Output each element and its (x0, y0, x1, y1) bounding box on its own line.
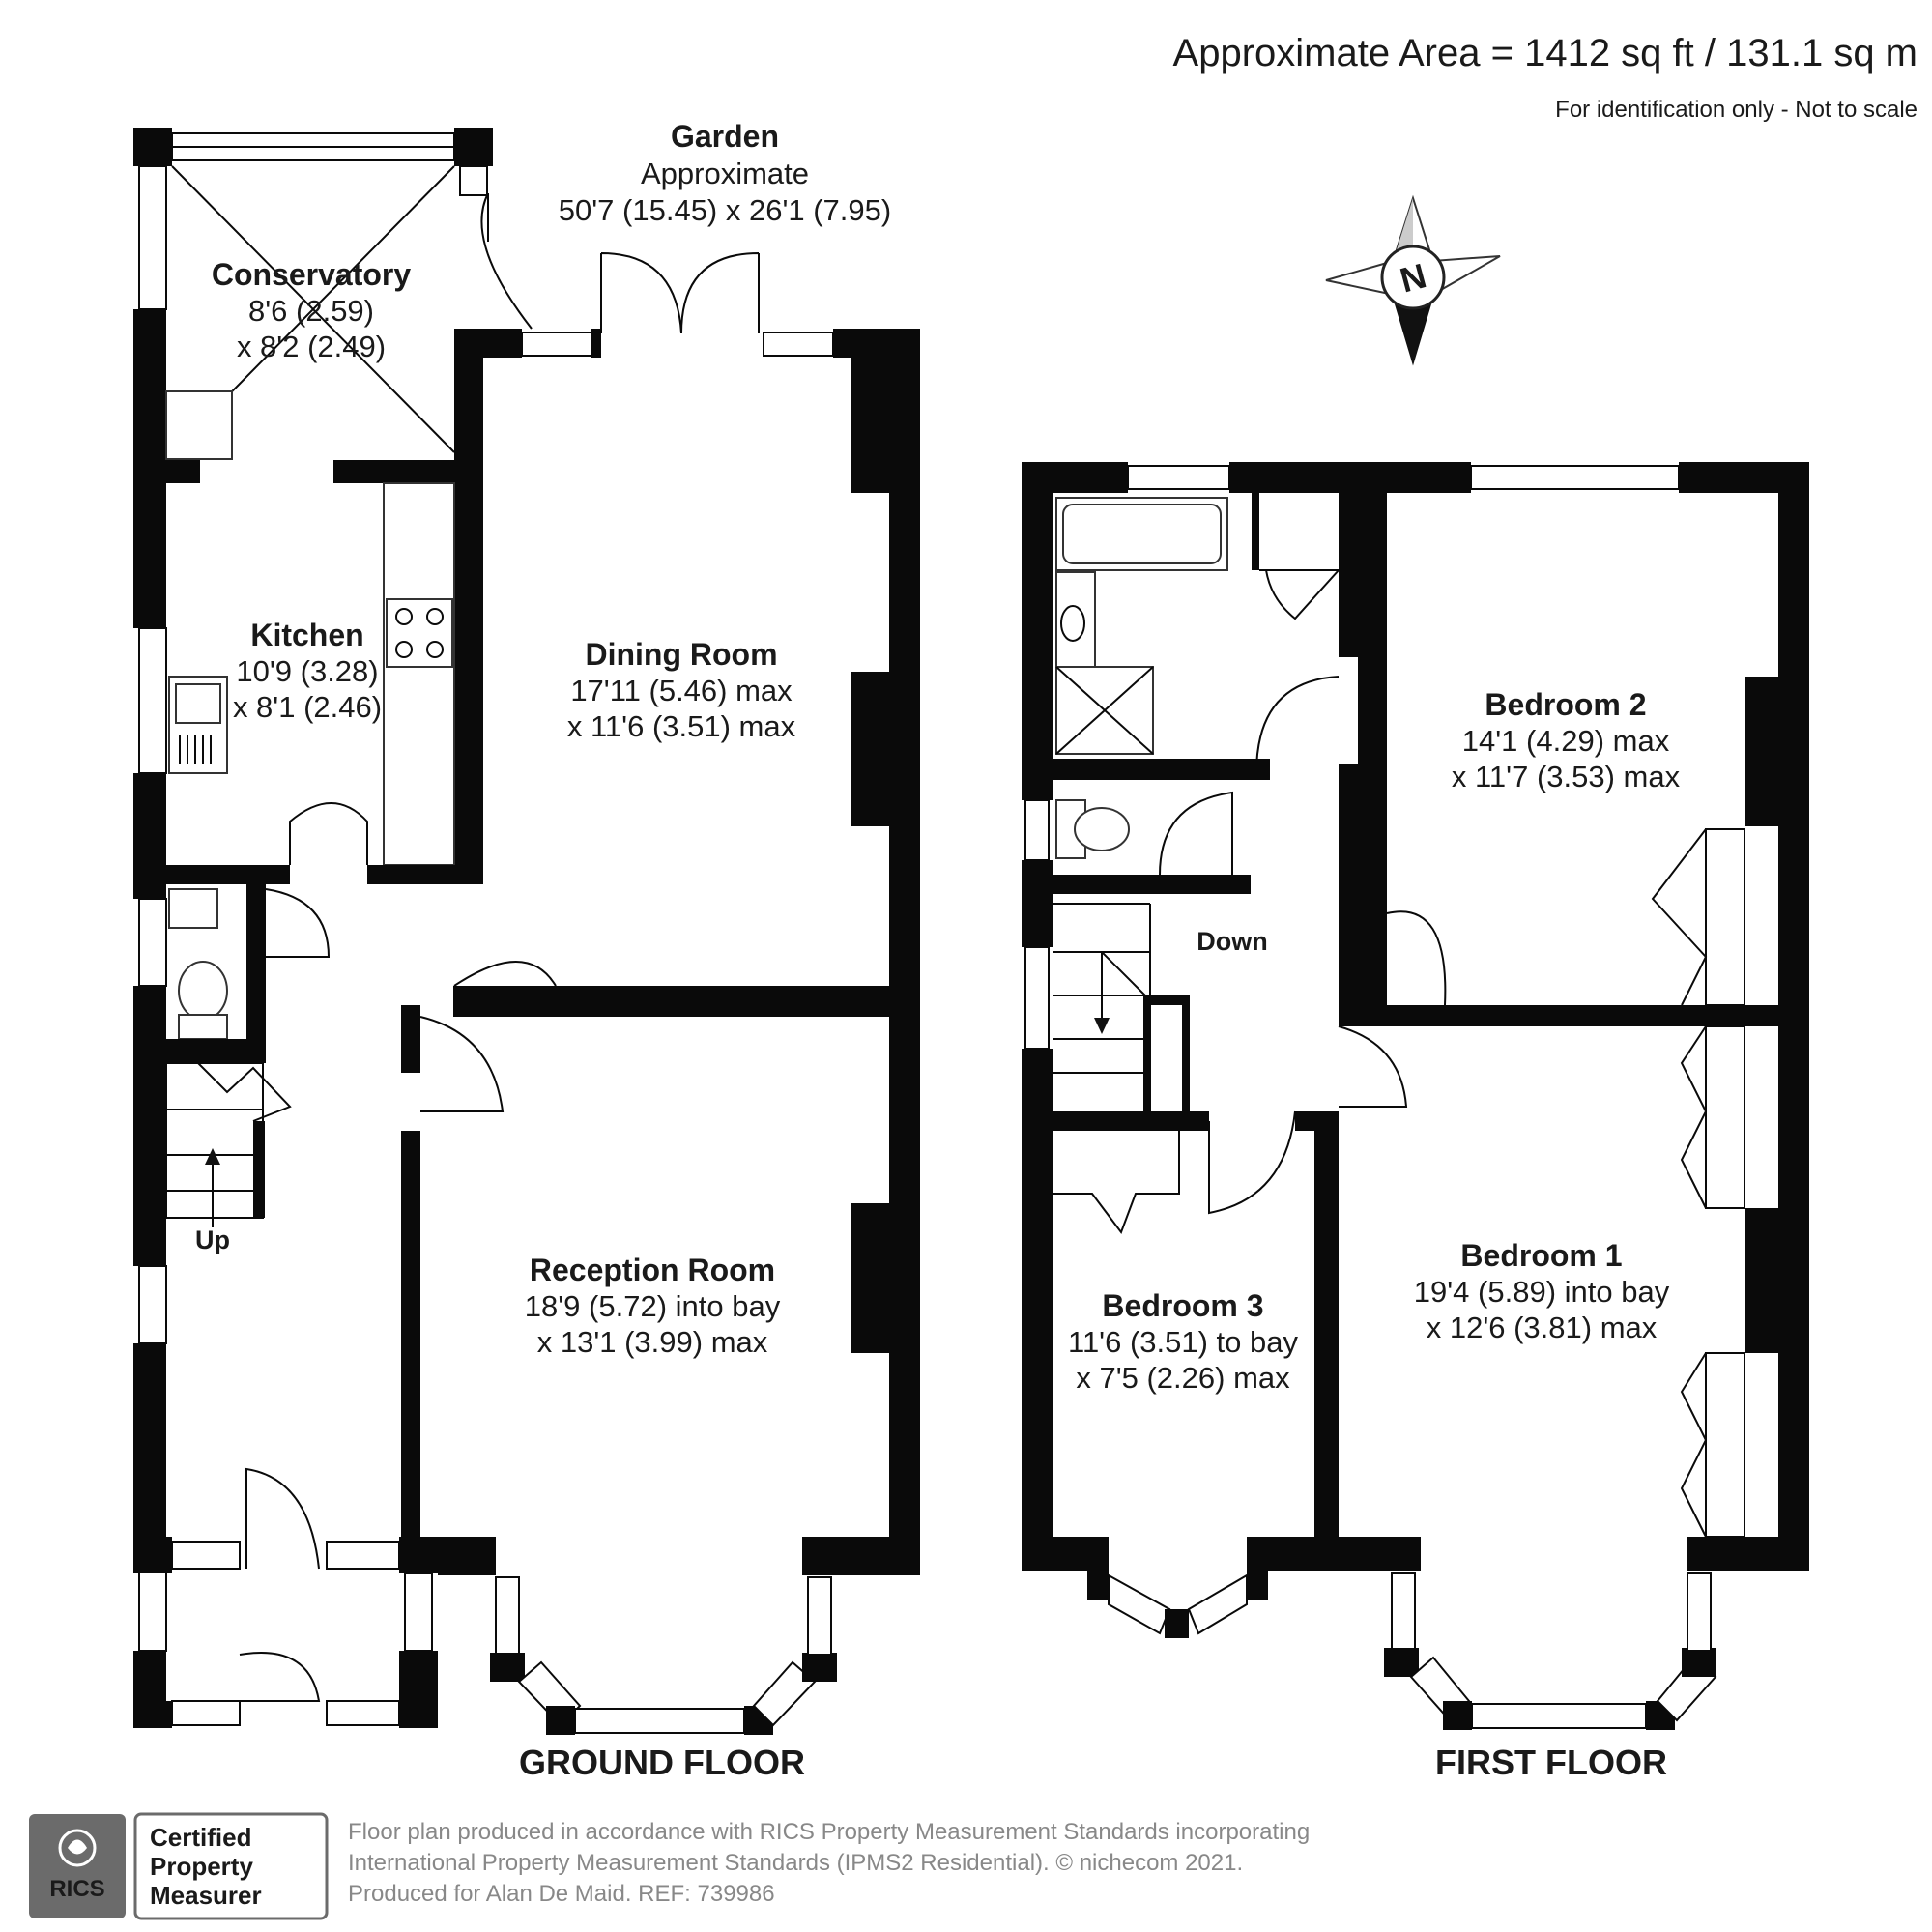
bedroom-1-name: Bedroom 1 (1460, 1238, 1622, 1273)
badge-line-2: Property (150, 1852, 253, 1881)
compass-icon: N (1325, 194, 1501, 366)
bedroom-2-dim2: x 11'7 (3.53) max (1452, 760, 1681, 793)
kitchen-dim1: 10'9 (3.28) (236, 654, 378, 688)
conservatory-dim2: x 8'2 (2.49) (237, 330, 386, 363)
bedroom-3-dim1: 11'6 (3.51) to bay (1068, 1325, 1298, 1359)
conservatory-name: Conservatory (212, 257, 412, 292)
bedroom-2-name: Bedroom 2 (1485, 687, 1646, 722)
reception-room-dim1: 18'9 (5.72) into bay (525, 1289, 781, 1323)
kitchen-dim2: x 8'1 (2.46) (233, 690, 382, 724)
bedroom-1-dim1: 19'4 (5.89) into bay (1414, 1275, 1670, 1309)
bedroom-3-dim2: x 7'5 (2.26) max (1076, 1361, 1290, 1395)
approximate-area: Approximate Area = 1412 sq ft / 131.1 sq… (1173, 32, 1918, 74)
stairs-down-label: Down (1197, 927, 1268, 956)
kitchen-name: Kitchen (250, 618, 363, 652)
footer-line-3: Produced for Alan De Maid. REF: 739986 (348, 1881, 775, 1907)
dining-room-dim1: 17'11 (5.46) max (570, 674, 793, 707)
stairs-down (1053, 903, 1190, 1111)
conservatory-dim1: 8'6 (2.59) (248, 294, 374, 328)
disclaimer: For identification only - Not to scale (1555, 97, 1918, 123)
stairs-up (165, 1062, 292, 1227)
ground-floor-title: GROUND FLOOR (519, 1743, 805, 1782)
rics-lion-icon (58, 1829, 97, 1867)
bedroom-2-dim1: 14'1 (4.29) max (1462, 724, 1670, 758)
reception-room-dim2: x 13'1 (3.99) max (537, 1325, 768, 1359)
rics-badge: RICS Certified Property Measurer (29, 1812, 329, 1920)
garden-name: Garden (671, 119, 779, 154)
rics-logo-text: RICS (49, 1876, 104, 1902)
badge-line-1: Certified (150, 1823, 251, 1852)
bedroom-1-dim2: x 12'6 (3.81) max (1427, 1311, 1658, 1344)
reception-room-name: Reception Room (530, 1253, 775, 1287)
first-floor-title: FIRST FLOOR (1435, 1743, 1667, 1782)
garden-dimensions: 50'7 (15.45) x 26'1 (7.95) (559, 193, 891, 227)
garden-note: Approximate (641, 157, 809, 190)
badge-line-3: Measurer (150, 1881, 262, 1910)
stairs-up-label: Up (195, 1226, 230, 1254)
first-floor-plan: Down (1022, 462, 1809, 1730)
ground-floor-plan: Up (133, 128, 920, 1735)
dining-room-dim2: x 11'6 (3.51) max (567, 709, 796, 743)
dining-room-name: Dining Room (585, 637, 777, 672)
footer-line-1: Floor plan produced in accordance with R… (348, 1819, 1310, 1845)
footer-line-2: International Property Measurement Stand… (348, 1850, 1243, 1876)
bedroom-3-name: Bedroom 3 (1102, 1288, 1263, 1323)
